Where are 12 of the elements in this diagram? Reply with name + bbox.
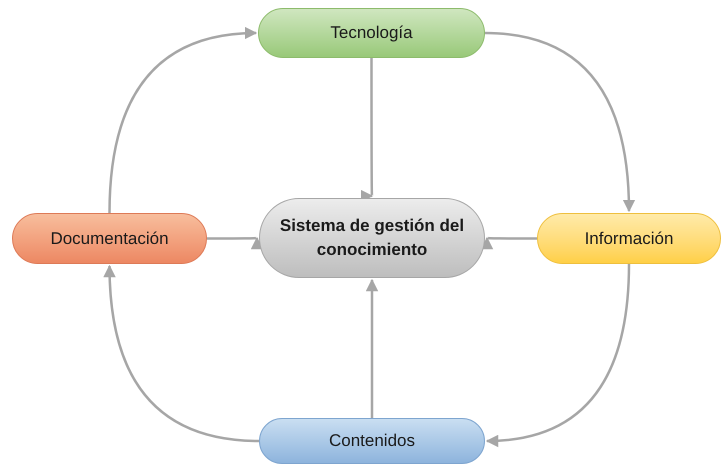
arrow bbox=[207, 234, 258, 247]
process-pill: Tecnología bbox=[258, 8, 485, 58]
process-pill: Información bbox=[537, 213, 721, 264]
process-pill: Documentación bbox=[12, 213, 207, 264]
arrow bbox=[486, 234, 537, 247]
center-pill: Sistema de gestión del conocimiento bbox=[259, 198, 485, 278]
arrow bbox=[366, 278, 378, 418]
process-pill: Contenidos bbox=[259, 418, 485, 464]
arrow bbox=[108, 27, 258, 214]
arrow bbox=[486, 264, 630, 447]
arrow bbox=[484, 32, 635, 212]
arrow bbox=[104, 264, 260, 442]
